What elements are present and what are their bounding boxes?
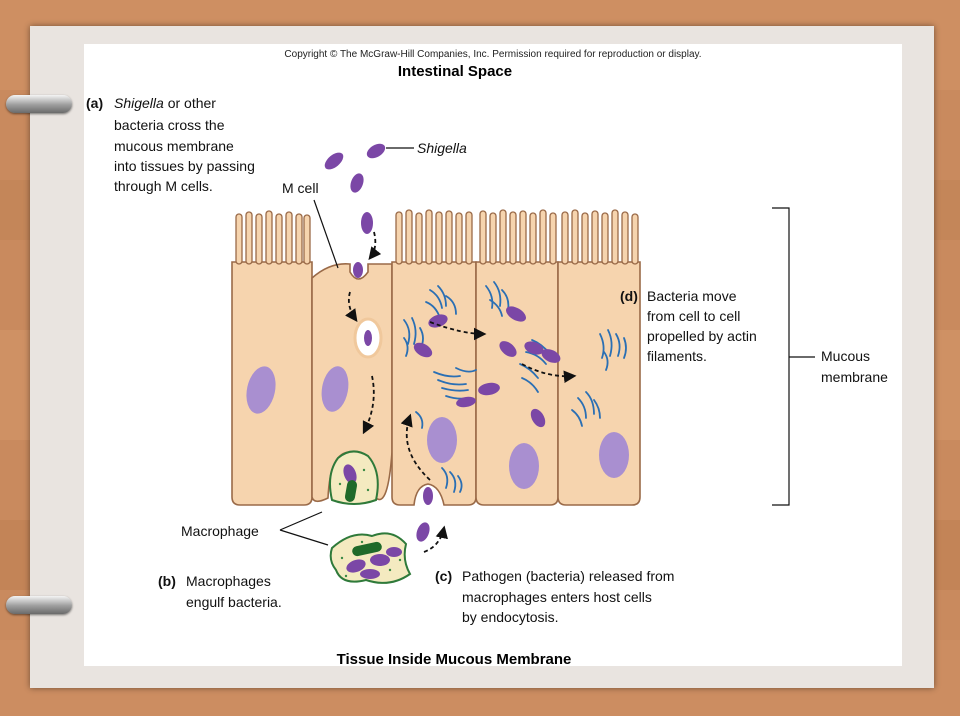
step-c-line3: by endocytosis. [462,609,559,625]
bacterium [416,522,430,542]
step-d-line3: propelled by actin [647,328,757,344]
nucleus [599,432,629,478]
copyright-notice: Copyright © The McGraw-Hill Companies, I… [284,49,701,60]
bacterium [541,349,561,363]
step-c-line1: Pathogen (bacteria) released from [462,568,674,584]
step-a-caption: (a) Shigella or other bacteria cross the… [86,95,255,194]
bacterium [524,341,544,355]
top-title: Intestinal Space [398,63,512,80]
leader-lines [279,147,815,546]
mucous-membrane-label-line2: membrane [821,369,888,385]
bacterium [499,341,517,357]
nucleus [427,417,457,463]
movement-arrows [345,231,577,553]
step-d-marker: (d) [620,288,638,304]
step-a-first: or other [164,95,216,111]
step-c-caption: (c) Pathogen (bacteria) released from ma… [435,568,674,625]
macrophage-speckles [338,468,402,578]
bacterium [361,212,373,234]
step-d-caption: (d) Bacteria move from cell to cell prop… [620,288,757,364]
step-d-line4: filaments. [647,348,707,364]
bacterium [530,408,546,428]
microvilli [235,209,639,265]
bacterium [353,262,363,278]
bacterium [478,382,500,396]
bacterium [364,330,372,346]
pocket-macrophage [329,450,379,505]
bacterium [423,487,433,505]
bottom-title: Tissue Inside Mucous Membrane [337,651,572,668]
binder-ring [6,596,72,614]
mucous-membrane-label-line1: Mucous [821,348,870,364]
step-a-line3: mucous membrane [114,138,234,154]
step-a-line2: bacteria cross the [114,117,225,133]
nuclei [246,366,629,489]
bacterium [506,306,526,322]
step-b-caption: (b) Macrophages engulf bacteria. [158,573,282,610]
bacterium [366,143,386,159]
bacterium [428,314,448,328]
step-b-line2: engulf bacteria. [186,594,282,610]
step-a-italic: Shigella [114,95,164,111]
step-a-line5: through M cells. [114,178,213,194]
step-d-line2: from cell to cell [647,308,740,324]
step-b-marker: (b) [158,573,176,589]
shigella-label: Shigella [417,140,467,156]
step-a-marker: (a) [86,95,103,111]
bacteria [324,143,561,542]
step-c-marker: (c) [435,568,452,584]
macrophage-label: Macrophage [181,523,259,539]
bacterium [413,342,433,358]
step-a-line4: into tissues by passing [114,158,255,174]
epithelial-cells [231,261,641,506]
nucleus [509,443,539,489]
nucleus [246,366,276,414]
step-b-line1: Macrophages [186,573,271,589]
bacterium [324,152,344,170]
binder-ring [6,95,72,113]
nucleus [321,366,349,412]
m-cell-label: M cell [282,180,319,196]
bacterium [456,396,476,408]
step-c-line2: macrophages enters host cells [462,589,652,605]
bacterium [350,173,364,193]
step-a-line1: Shigella or other [114,95,216,111]
step-d-line1: Bacteria move [647,288,737,304]
